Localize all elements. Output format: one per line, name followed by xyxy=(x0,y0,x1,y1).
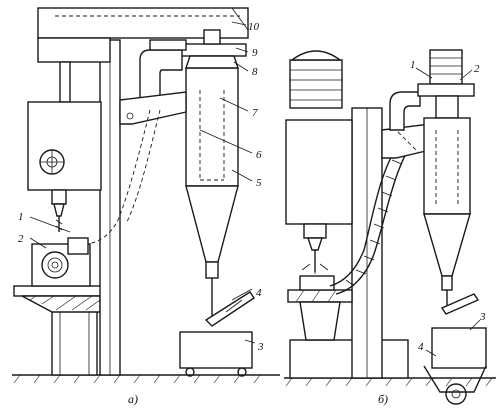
flex-hose-b xyxy=(329,145,409,295)
label-a-1: 1 xyxy=(18,211,24,223)
caption-b: б) xyxy=(378,392,388,406)
drill-a xyxy=(51,189,67,232)
label-a-9: 9 xyxy=(252,47,258,59)
machine-a: 1 2 3 4 5 6 7 8 9 10 а) xyxy=(12,7,280,406)
label-a-8: 8 xyxy=(252,66,258,78)
caption-a: а) xyxy=(128,392,138,406)
spindle-a xyxy=(59,61,71,103)
cyclone-b xyxy=(423,117,471,291)
vise-a xyxy=(31,237,91,287)
motor-b xyxy=(289,50,343,109)
collection-bin-a xyxy=(179,331,253,377)
duct-elbow-a xyxy=(139,39,187,109)
label-a-3: 3 xyxy=(257,341,264,353)
fan-housing-a xyxy=(177,29,247,69)
leaders-b xyxy=(415,67,481,357)
base-b xyxy=(289,339,409,379)
label-a-6: 6 xyxy=(256,149,262,161)
label-b-3: 3 xyxy=(479,311,486,323)
machine-b: 1 2 3 4 б) xyxy=(284,49,496,406)
label-b-4: 4 xyxy=(418,341,424,353)
chute-a xyxy=(204,278,255,327)
spindle-head-a xyxy=(27,101,102,191)
work-table-b xyxy=(287,275,353,341)
cyclone-a xyxy=(185,67,239,279)
leaders-a xyxy=(29,21,256,344)
bracket-a xyxy=(119,91,187,125)
ground-b xyxy=(284,377,496,387)
flex-hose-a xyxy=(87,109,151,245)
chute-b xyxy=(440,290,480,315)
work-table-a xyxy=(13,285,110,313)
bracket-b xyxy=(381,91,431,159)
label-a-10: 10 xyxy=(248,21,260,33)
collection-bin-b xyxy=(423,327,487,405)
fan-unit-b xyxy=(417,49,475,119)
label-b-2: 2 xyxy=(474,63,480,75)
label-a-5: 5 xyxy=(256,177,262,189)
label-a-7: 7 xyxy=(252,107,258,119)
label-b-1: 1 xyxy=(410,59,416,71)
label-a-2: 2 xyxy=(18,233,24,245)
spindle-head-b xyxy=(285,119,353,225)
drill-b xyxy=(301,237,329,274)
label-a-4: 4 xyxy=(256,287,262,299)
ground-a xyxy=(12,374,280,384)
